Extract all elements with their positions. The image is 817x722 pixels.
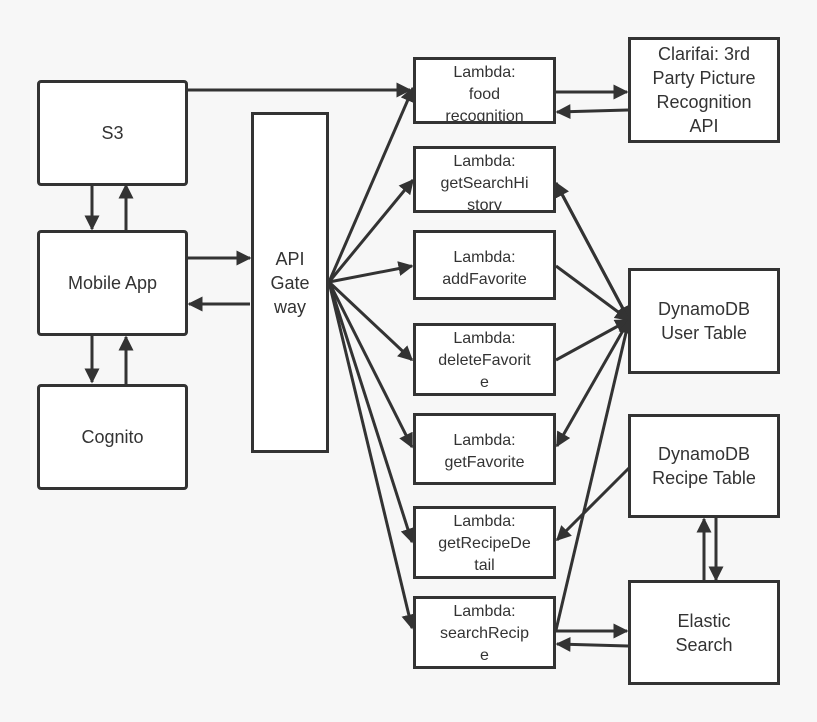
edge-api-gateway-to-lambda-get-search-history bbox=[327, 178, 415, 283]
lambda-search-recipe-node: Lambda: searchRecip e bbox=[413, 596, 556, 669]
edge-lambda-get-search-history-to-dynamodb-user-table bbox=[554, 182, 631, 322]
s3-node: S3 bbox=[37, 80, 188, 186]
elastic-search-label: Elastic Search bbox=[675, 610, 733, 655]
s3-label: S3 bbox=[101, 123, 124, 143]
edge-lambda-search-recipe-to-dynamodb-user-table bbox=[554, 318, 634, 631]
edge-api-gateway-to-lambda-add-favorite bbox=[328, 261, 414, 284]
api-gateway-node: API Gate way bbox=[251, 112, 329, 453]
edge-dynamodb-recipe-table-to-lambda-get-recipe-detail bbox=[555, 466, 631, 542]
dynamodb-recipe-table-label: DynamoDB Recipe Table bbox=[652, 444, 756, 488]
lambda-get-search-history-label: Lambda: getSearchHi story bbox=[440, 153, 529, 213]
lambda-search-recipe-label: Lambda: searchRecip e bbox=[440, 603, 529, 664]
edge-lambda-add-favorite-to-dynamodb-user-table bbox=[555, 264, 631, 322]
edge-lambda-delete-favorite-to-dynamodb-user-table bbox=[555, 318, 631, 362]
edge-api-gateway-to-lambda-get-recipe-detail bbox=[327, 281, 416, 544]
cognito-node: Cognito bbox=[37, 384, 188, 490]
dynamodb-recipe-table-node: DynamoDB Recipe Table bbox=[628, 414, 780, 518]
cognito-label: Cognito bbox=[81, 427, 144, 447]
elastic-search-node: Elastic Search bbox=[628, 580, 780, 685]
edge-clarifai-to-lambda-food-recognition bbox=[555, 104, 629, 120]
clarifai-node: Clarifai: 3rd Party Picture Recognition … bbox=[628, 37, 780, 143]
lambda-delete-favorite-node: Lambda: deleteFavorit e bbox=[413, 323, 556, 396]
dynamodb-user-table-label: DynamoDB User Table bbox=[657, 299, 751, 343]
mobile-app-node: Mobile App bbox=[37, 230, 188, 336]
edge-dynamodb-user-table-to-lambda-get-favorite bbox=[555, 319, 631, 448]
edge-elastic-search-to-lambda-search-recipe bbox=[555, 636, 629, 652]
mobile-app-label: Mobile App bbox=[67, 273, 158, 293]
edge-api-gateway-to-lambda-delete-favorite bbox=[327, 280, 414, 362]
edge-api-gateway-to-lambda-get-favorite bbox=[327, 281, 414, 449]
lambda-get-search-history-node: Lambda: getSearchHi story bbox=[413, 146, 556, 213]
lambda-get-recipe-detail-label: Lambda: getRecipeDe tail bbox=[438, 513, 531, 574]
lambda-add-favorite-label: Lambda: addFavorite bbox=[442, 249, 527, 288]
lambda-food-recognition-node: Lambda: food recognition bbox=[413, 57, 556, 124]
lambda-get-recipe-detail-node: Lambda: getRecipeDe tail bbox=[413, 506, 556, 579]
lambda-get-favorite-label: Lambda: getFavorite bbox=[444, 432, 525, 471]
lambda-food-recognition-label: Lambda: food recognition bbox=[445, 64, 524, 124]
edge-api-gateway-to-lambda-search-recipe bbox=[327, 281, 417, 630]
clarifai-label: Clarifai: 3rd Party Picture Recognition … bbox=[652, 44, 756, 136]
dynamodb-user-table-node: DynamoDB User Table bbox=[628, 268, 780, 374]
lambda-delete-favorite-label: Lambda: deleteFavorit e bbox=[438, 330, 531, 391]
api-gateway-label: API Gate way bbox=[270, 248, 310, 317]
edge-api-gateway-to-lambda-food-recognition bbox=[327, 86, 415, 283]
lambda-get-favorite-node: Lambda: getFavorite bbox=[413, 413, 556, 485]
lambda-add-favorite-node: Lambda: addFavorite bbox=[413, 230, 556, 300]
